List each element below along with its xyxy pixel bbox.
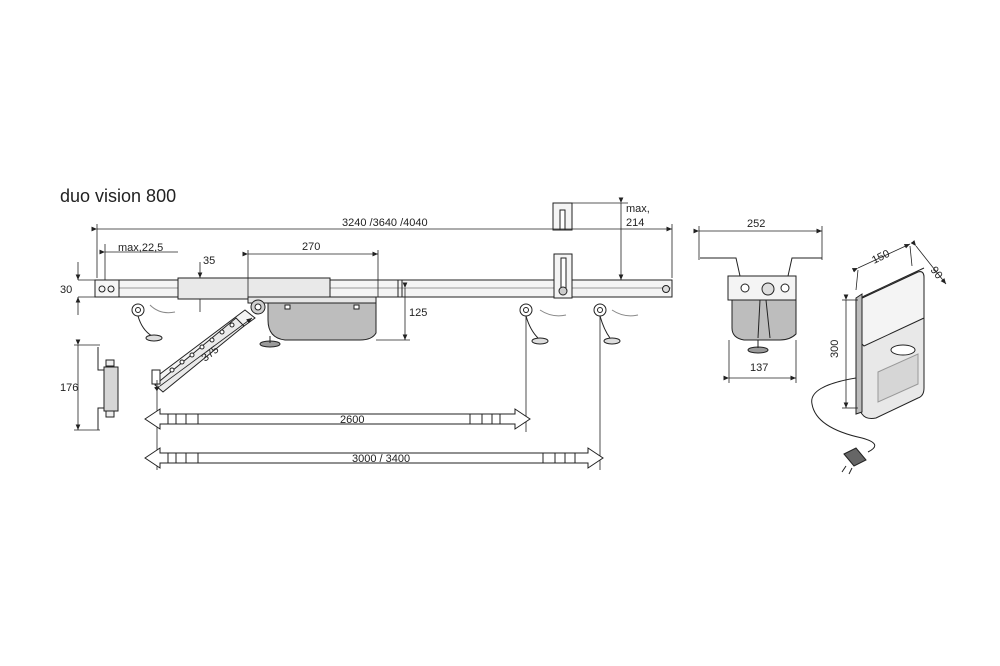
motor-unit [247,296,377,348]
dim-137: 137 [750,362,768,374]
dim-max-22-5: max,22,5 [118,242,163,254]
dim-270: 270 [302,241,320,253]
dim-90: 90 [928,264,945,281]
dim-2600: 2600 [340,414,364,426]
side-profile [97,347,119,430]
dim-30: 30 [60,284,72,296]
dim-max: max, [626,203,650,215]
dimension-lines [74,197,673,470]
dimension-labels: 3240 /3640 /4040 max,22,5 270 35 max, 21… [60,203,945,465]
power-cable [811,377,876,475]
ceiling-bracket [552,202,573,299]
travel-arrow-3000 [144,447,604,469]
front-view [700,257,822,354]
dim-176: 176 [60,382,78,394]
travel-arrow-2600 [144,408,531,430]
dim-35: 35 [203,255,215,267]
dim-252: 252 [747,218,765,230]
dim-214: 214 [626,217,644,229]
dim-300: 300 [829,340,841,358]
drawing-title: duo vision 800 [60,186,176,206]
front-view-dims [693,226,823,383]
dim-3000-3400: 3000 / 3400 [352,453,410,465]
rail-assembly [94,277,673,300]
dim-150: 150 [870,248,892,267]
control-housing [855,267,925,419]
dim-125: 125 [409,307,427,319]
housing-dims [842,240,947,409]
dim-rail-length: 3240 /3640 /4040 [342,217,428,229]
